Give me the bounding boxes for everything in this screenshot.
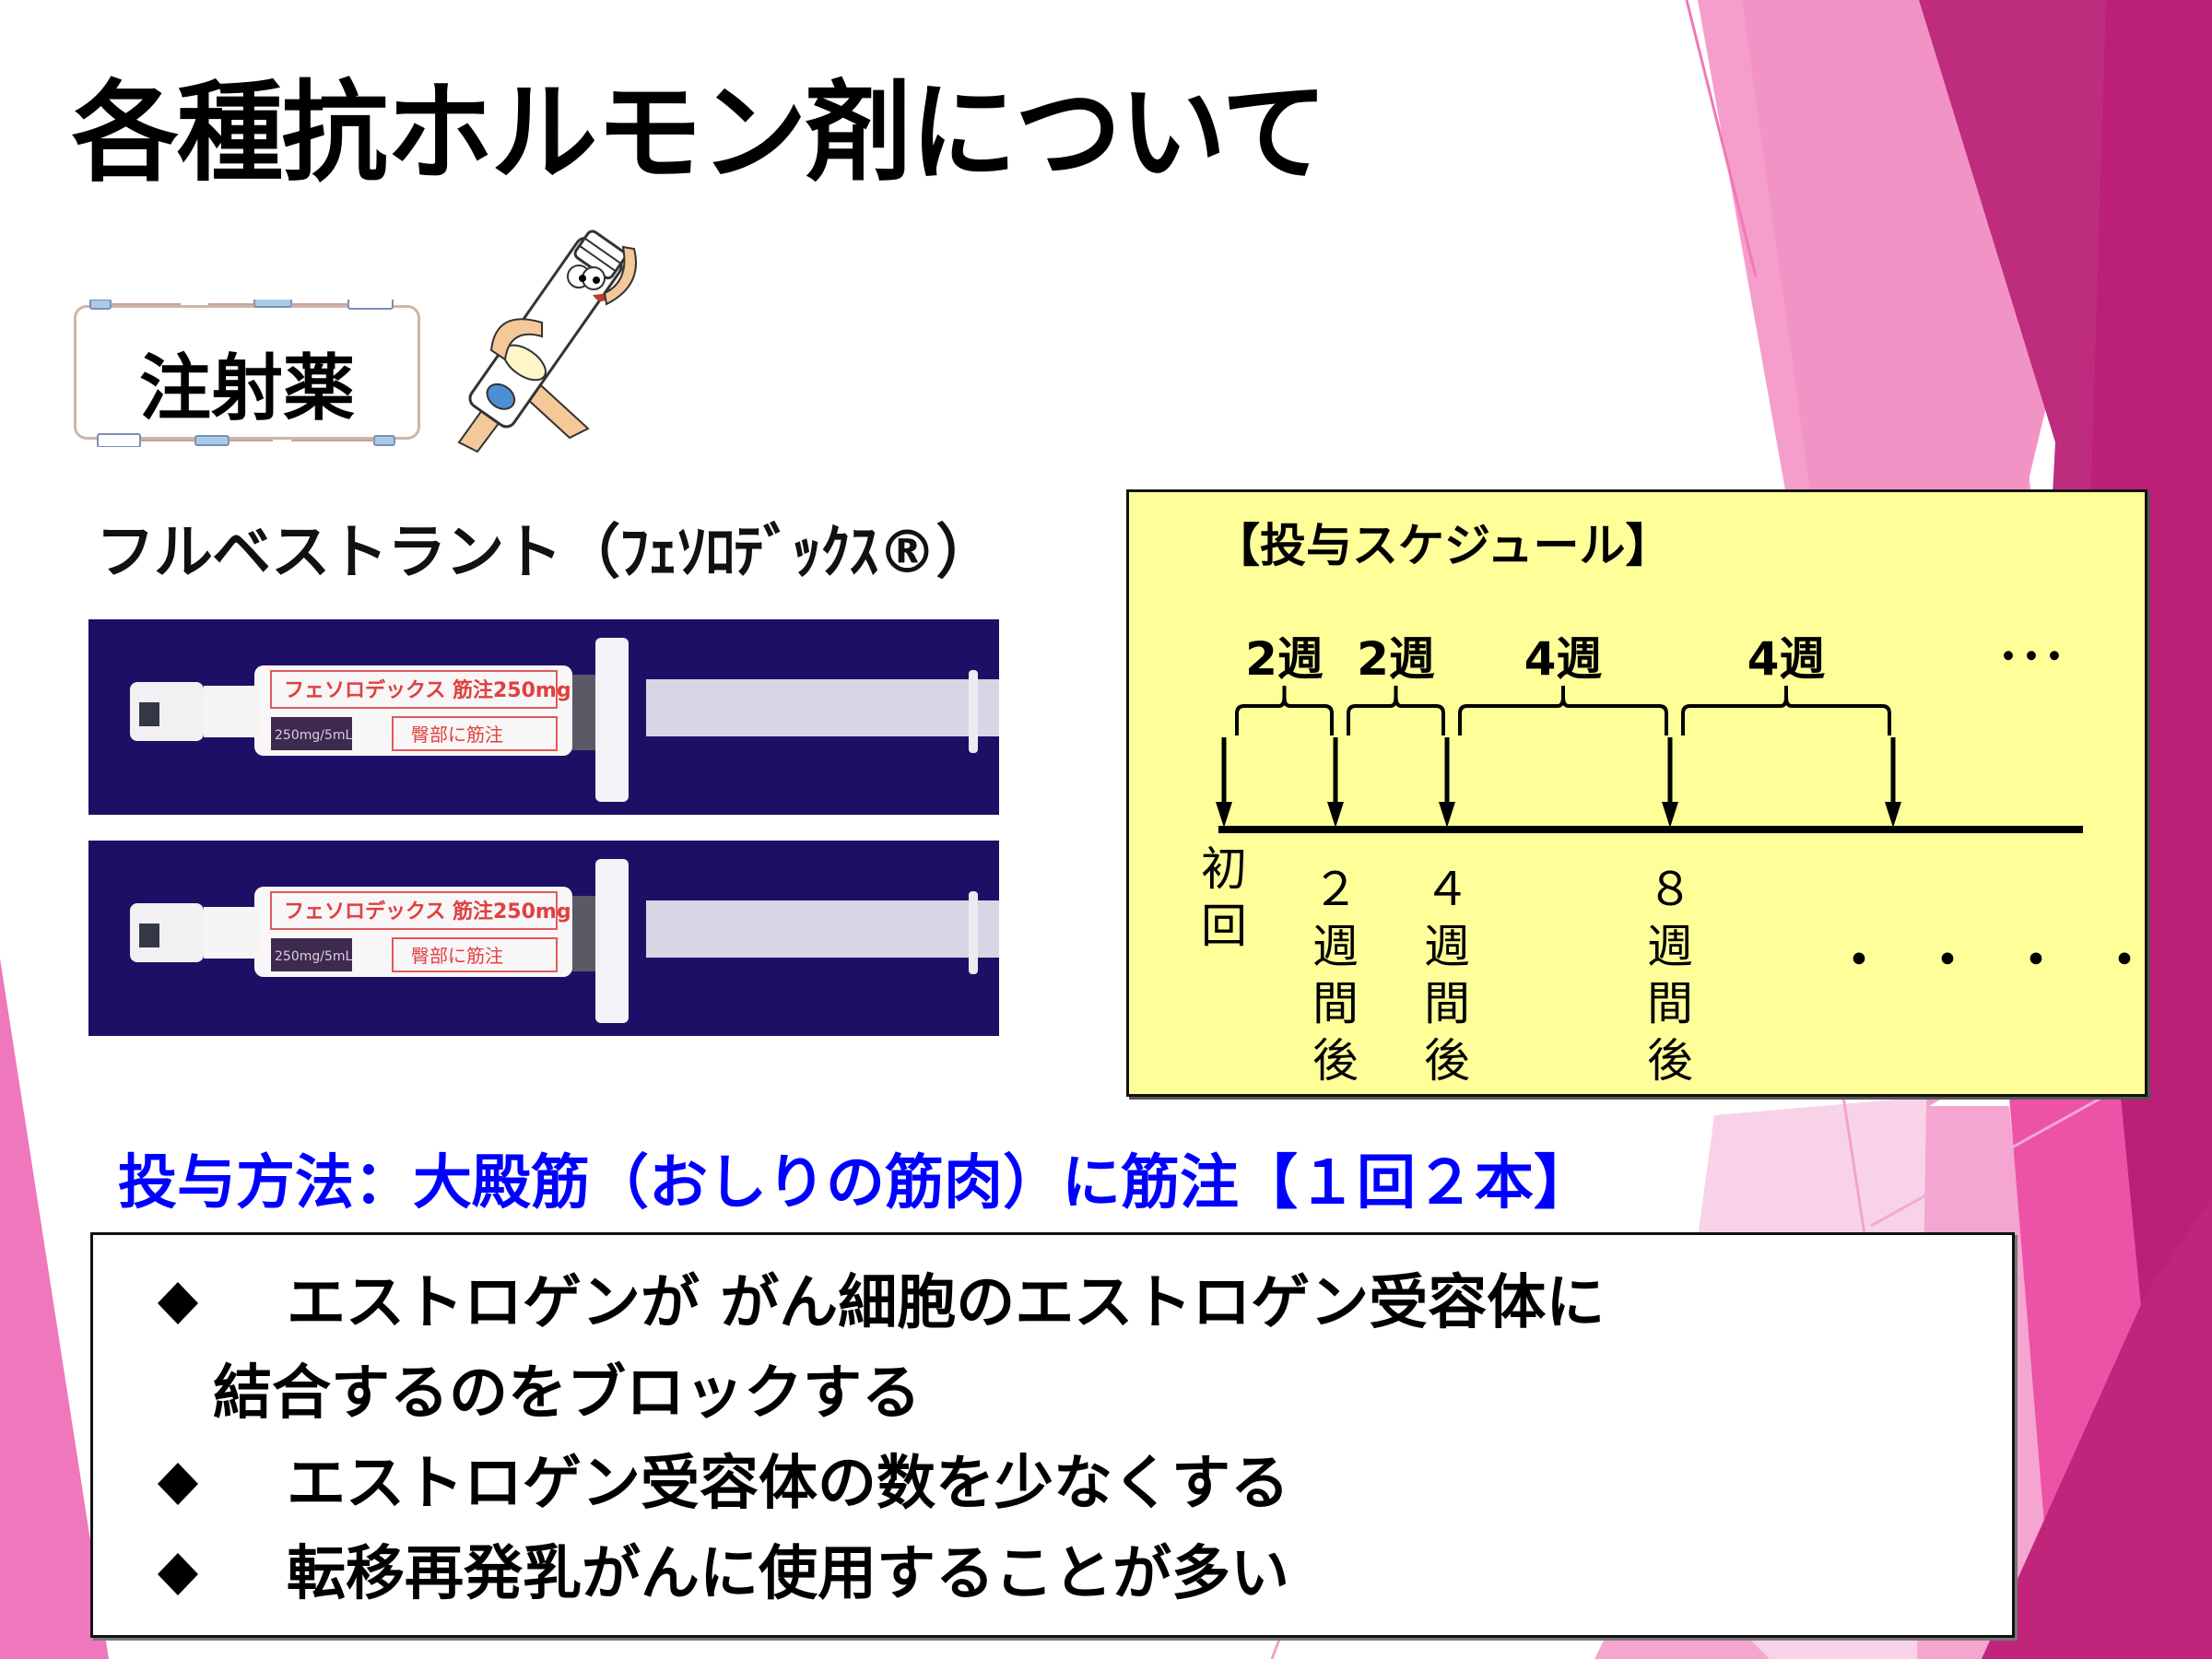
slide-title: 各種抗ホルモン剤について bbox=[72, 69, 1328, 196]
dose-arrow-head bbox=[1439, 802, 1455, 828]
bg-line-2 bbox=[1870, 1086, 2121, 1228]
key-point: エストロゲンが がん細胞のエストロゲン受容体に bbox=[93, 1255, 1605, 1340]
product-image: フェソロデックス 筋注250mg 250mg/5mL 臀部に筋注 bbox=[88, 619, 1010, 815]
bg-shape-deep-magenta bbox=[1982, 1198, 2212, 1659]
iv-tubing-icon bbox=[89, 300, 395, 447]
key-point-text: 結合するのをブロックする bbox=[213, 1359, 921, 1428]
injection-badge: 注射薬 bbox=[70, 300, 424, 447]
dose-arrow-head bbox=[1662, 802, 1678, 828]
product-image: フェソロデックス 筋注250mg 250mg/5mL 臀部に筋注 bbox=[88, 841, 1010, 1036]
product-label-route: 臀部に筋注 bbox=[411, 945, 503, 967]
diamond-bullet-icon bbox=[158, 1553, 198, 1595]
dose-arrow-head bbox=[1216, 802, 1232, 828]
dose-arrow-head bbox=[1885, 802, 1901, 828]
interval-continuation: ･･･ bbox=[1997, 630, 2066, 684]
product-label-name: フェソロデックス 筋注250mg bbox=[284, 678, 571, 702]
bg-line-3 bbox=[1685, 0, 1758, 277]
timepoint-label: 初回 bbox=[1201, 842, 1247, 953]
product-label-volume: 250mg/5mL bbox=[275, 949, 353, 964]
timeline-continuation: ・・・・ bbox=[1831, 929, 2185, 994]
drug-name: フルベストラント（ﾌｪｿﾛﾃﾞｯｸｽ®） bbox=[96, 519, 994, 587]
key-points-box: エストロゲンが がん細胞のエストロゲン受容体に 結合するのをブロックする エスト… bbox=[90, 1232, 2015, 1638]
schedule-timeline: 2週 2週 4週 4週 ･･･ bbox=[1216, 630, 2083, 833]
interval-brace bbox=[1235, 686, 1334, 735]
administration-method: 投与方法：大殿筋（おしりの筋肉）に筋注【１回２本】 bbox=[118, 1149, 1593, 1218]
key-point-text: 転移再発乳がんに使用することが多い bbox=[287, 1540, 1289, 1608]
diamond-bullet-icon bbox=[158, 1463, 198, 1505]
product-label-volume: 250mg/5mL bbox=[275, 728, 353, 743]
product-label-name: フェソロデックス 筋注250mg bbox=[284, 900, 571, 924]
badge-frame bbox=[74, 305, 420, 440]
syringe-mascot-icon bbox=[441, 221, 651, 459]
product-label-route: 臀部に筋注 bbox=[411, 724, 503, 746]
key-point-text: エストロゲン受容体の数を少なくする bbox=[287, 1450, 1289, 1518]
badge-label: 注射薬 bbox=[138, 347, 355, 430]
interval-brace bbox=[1681, 686, 1891, 735]
key-point-text: エストロゲンが がん細胞のエストロゲン受容体に bbox=[287, 1269, 1606, 1337]
bg-shape-left-wedge bbox=[0, 959, 109, 1659]
dose-arrow-head bbox=[1327, 802, 1344, 828]
diamond-bullet-icon bbox=[158, 1282, 198, 1324]
key-point-continuation: 結合するのをブロックする bbox=[93, 1346, 921, 1430]
schedule-title: 【投与スケジュール】 bbox=[1214, 519, 1672, 572]
interval-brace bbox=[1347, 686, 1445, 735]
key-point: エストロゲン受容体の数を少なくする bbox=[93, 1436, 1289, 1521]
interval-label: 4週 bbox=[1747, 632, 1826, 686]
interval-label: 4週 bbox=[1524, 632, 1603, 686]
interval-label: 2週 bbox=[1245, 632, 1324, 686]
interval-label: 2週 bbox=[1357, 632, 1435, 686]
key-point: 転移再発乳がんに使用することが多い bbox=[93, 1526, 1289, 1611]
interval-brace bbox=[1458, 686, 1668, 735]
bg-shape-bottom-pink bbox=[1594, 1641, 1770, 1659]
